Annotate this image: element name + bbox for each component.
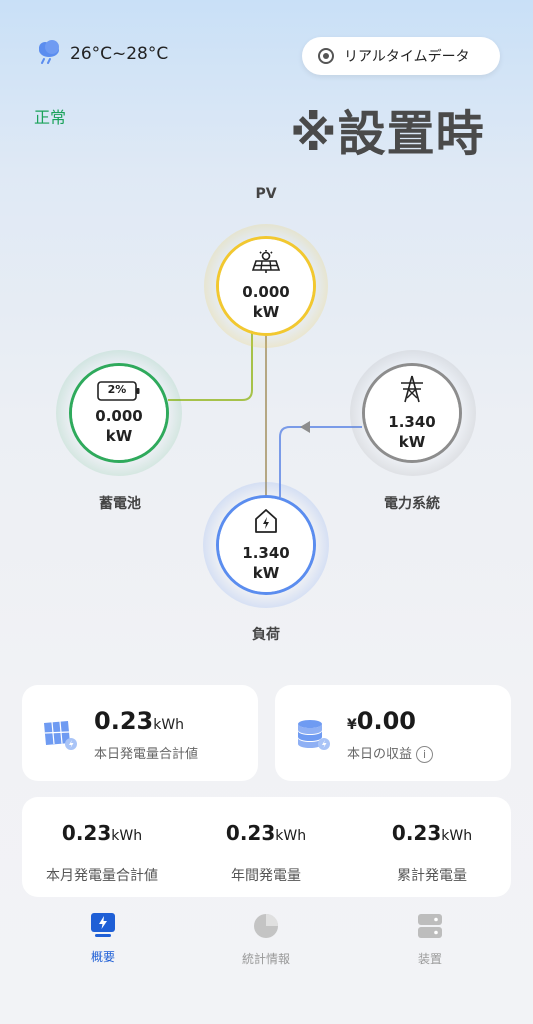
tab-statistics-label: 統計情報 [241, 952, 290, 966]
weather: 26°C~28°C [36, 40, 168, 68]
battery-value: 0.000 [95, 407, 143, 425]
battery-label: 蓄電池 [99, 496, 141, 512]
device-icon [416, 912, 444, 944]
battery-node[interactable]: 2% 0.000 kW [69, 363, 169, 463]
stats-card: 0.23kWh 本月発電量合計値 0.23kWh 年間発電量 0.23kWh 累… [22, 797, 511, 897]
status-text: 正常 [34, 108, 67, 127]
stat-caption: 累計発電量 [397, 868, 467, 884]
today-gen-caption: 本日発電量合計値 [94, 747, 199, 762]
pie-chart-icon [252, 912, 280, 944]
today-income-caption: 本日の収益 [347, 747, 413, 762]
stat-yearly: 0.23kWh 年間発電量 [186, 821, 346, 885]
overlay-stamp: ※設置時 [290, 106, 485, 162]
solar-panel-icon [251, 250, 281, 278]
realtime-data-button[interactable]: リアルタイムデータ [302, 37, 500, 75]
overview-icon [89, 912, 117, 942]
home-icon [252, 507, 280, 539]
stat-unit: kWh [441, 828, 473, 844]
tab-overview[interactable]: 概要 [43, 912, 163, 965]
load-node[interactable]: 1.340 kW [216, 495, 316, 595]
grid-value: 1.340 [388, 413, 436, 431]
tab-devices[interactable]: 装置 [370, 912, 490, 967]
battery-icon: 2% [97, 380, 141, 402]
load-unit: kW [252, 564, 280, 582]
stat-total: 0.23kWh 累計発電量 [352, 821, 512, 885]
today-gen-value: 0.23 [94, 707, 154, 735]
info-icon[interactable]: i [416, 746, 434, 763]
battery-percent: 2% [107, 383, 127, 396]
battery-unit: kW [105, 427, 133, 445]
stat-value: 0.23 [61, 821, 112, 845]
stat-unit: kWh [111, 828, 143, 844]
load-label: 負荷 [252, 627, 280, 643]
today-income-value: 0.00 [356, 707, 416, 735]
today-gen-unit: kWh [153, 717, 185, 733]
stat-value: 0.23 [391, 821, 442, 845]
weather-text: 26°C~28°C [70, 44, 169, 64]
currency-symbol: ¥ [347, 717, 357, 733]
solar-panel-icon [42, 719, 78, 755]
flow-lines [168, 330, 362, 497]
coin-stack-icon [295, 719, 331, 755]
tab-devices-label: 装置 [417, 952, 442, 966]
power-tower-icon [397, 374, 427, 408]
load-value: 1.340 [242, 544, 290, 562]
record-icon [318, 48, 334, 64]
tab-overview-label: 概要 [90, 950, 115, 964]
stat-caption: 本月発電量合計値 [46, 868, 158, 884]
cloud-rain-icon [36, 40, 62, 68]
stat-unit: kWh [275, 828, 307, 844]
grid-unit: kW [398, 433, 426, 451]
stat-caption: 年間発電量 [231, 868, 301, 884]
tab-statistics[interactable]: 統計情報 [206, 912, 326, 967]
stat-monthly: 0.23kWh 本月発電量合計値 [22, 821, 182, 885]
pv-label: PV [255, 186, 277, 202]
pv-node[interactable]: 0.000 kW [216, 236, 316, 336]
realtime-data-label: リアルタイムデータ [344, 49, 470, 65]
grid-node[interactable]: 1.340 kW [362, 363, 462, 463]
pv-value: 0.000 [242, 283, 290, 301]
grid-label: 電力系統 [384, 496, 440, 512]
pv-unit: kW [252, 303, 280, 321]
stat-value: 0.23 [225, 821, 276, 845]
today-generation-card[interactable]: 0.23kWh 本日発電量合計値 [22, 685, 258, 781]
